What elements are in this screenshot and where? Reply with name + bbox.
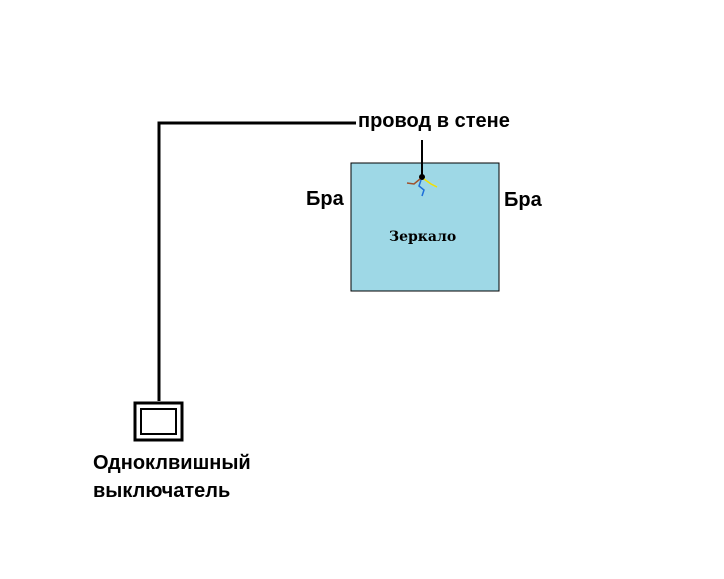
switch-label-line1: Одноклвишный xyxy=(93,452,251,474)
wire-brown xyxy=(406,178,421,185)
switch-label: Одноклвишный выключатель xyxy=(93,449,251,505)
wire-blue xyxy=(418,179,425,197)
sconce-left-label: Бра xyxy=(306,188,344,210)
wire-junction xyxy=(419,174,425,180)
mirror-label: Зеркало xyxy=(389,229,457,245)
wall-wire xyxy=(157,121,356,401)
wire-in-wall-label: провод в стене xyxy=(358,110,510,132)
switch-inner xyxy=(140,408,177,435)
mirror xyxy=(350,162,500,292)
switch-label-line2: выключатель xyxy=(93,480,231,502)
wire-yellow xyxy=(423,178,438,188)
sconce-right-label: Бра xyxy=(504,189,542,211)
